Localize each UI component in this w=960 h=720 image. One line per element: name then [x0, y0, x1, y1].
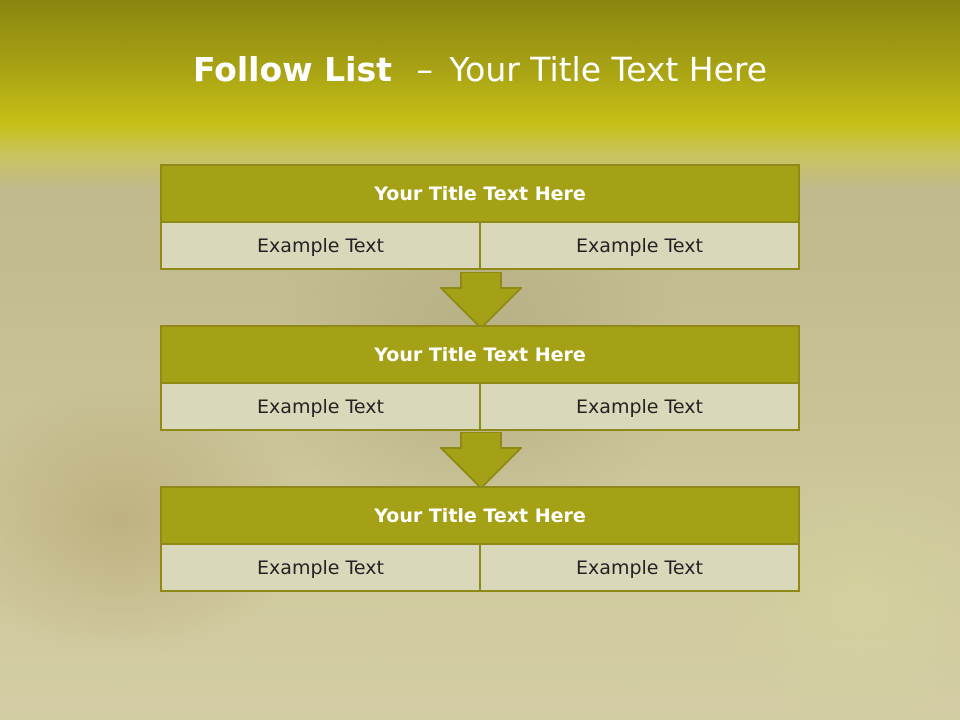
- step-box-1: Your Title Text Here Example Text Exampl…: [160, 164, 800, 270]
- step-title: Your Title Text Here: [162, 166, 798, 223]
- step-row: Example Text Example Text: [162, 384, 798, 429]
- down-arrow-icon: [440, 272, 522, 330]
- step-row: Example Text Example Text: [162, 545, 798, 590]
- step-cell-left: Example Text: [162, 384, 479, 429]
- step-cell-left: Example Text: [162, 223, 479, 268]
- title-bold: Follow List: [192, 50, 392, 89]
- header-band: [0, 0, 960, 190]
- step-title: Your Title Text Here: [162, 488, 798, 545]
- slide-title: Follow List – Your Title Text Here: [0, 50, 960, 89]
- step-box-3: Your Title Text Here Example Text Exampl…: [160, 486, 800, 592]
- step-cell-left: Example Text: [162, 545, 479, 590]
- step-box-2: Your Title Text Here Example Text Exampl…: [160, 325, 800, 431]
- down-arrow-icon: [440, 432, 522, 490]
- title-rest: Your Title Text Here: [449, 50, 768, 89]
- step-cell-right: Example Text: [479, 384, 798, 429]
- step-cell-right: Example Text: [479, 223, 798, 268]
- step-title: Your Title Text Here: [162, 327, 798, 384]
- step-row: Example Text Example Text: [162, 223, 798, 268]
- title-separator: –: [416, 50, 433, 89]
- step-cell-right: Example Text: [479, 545, 798, 590]
